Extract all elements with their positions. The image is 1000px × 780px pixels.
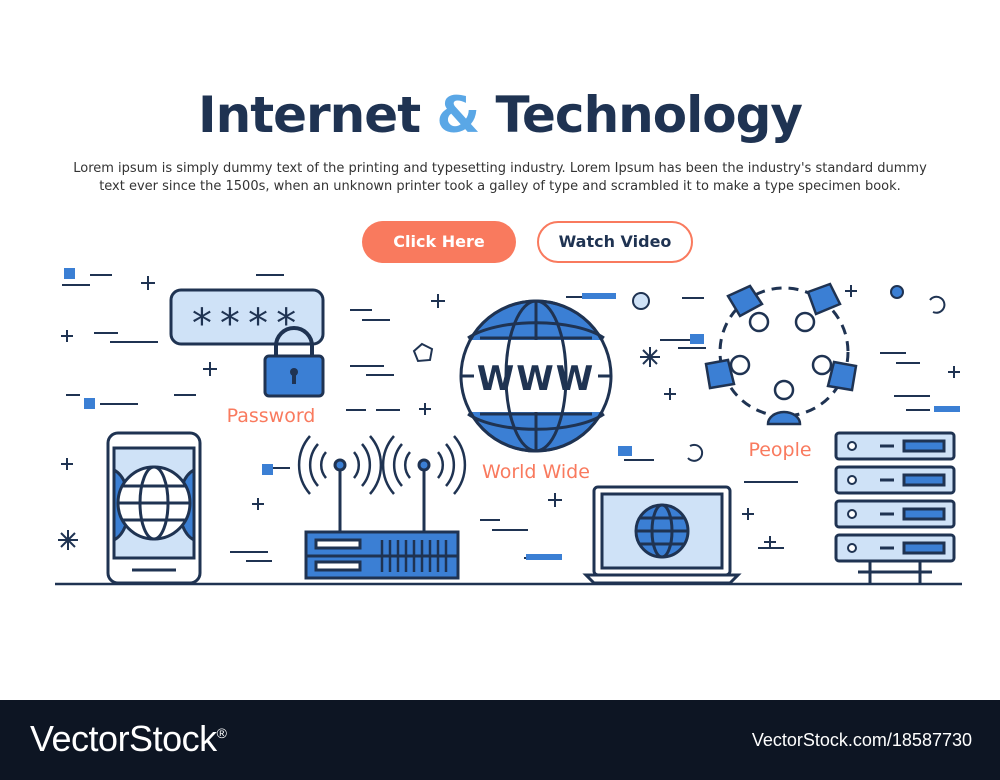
circle-sparkles [412,285,946,462]
wifi-router-icon [297,435,467,580]
footer-image-url: VectorStock.com/18587730 [751,730,972,750]
padlock-icon [263,326,325,398]
globe-www-text: WWW [477,359,596,399]
hero-description: Lorem ipsum is simply dummy text of the … [73,161,927,194]
decorative-marks [62,274,930,562]
brand-name: VectorStock [30,718,217,759]
title-ampersand: & [436,86,481,144]
password-label: Password [227,405,316,427]
laptop-icon [582,485,742,585]
vectorstock-logo: VectorStock® [30,718,227,760]
www-globe-icon [458,299,614,453]
title-part-technology: Technology [495,86,803,144]
password-mask: **** [190,301,302,347]
click-here-button[interactable]: Click Here [362,221,516,263]
people-network-graphic [704,282,858,426]
title-part-internet: Internet [198,86,421,144]
watch-video-button[interactable]: Watch Video [537,221,693,263]
people-label: People [748,439,811,461]
server-rack-icon [834,431,956,584]
page-title: Internet & Technology [0,86,1000,144]
smartphone-icon [106,431,202,585]
technology-illustration: **** Password WWW World Wide [55,268,962,586]
footer-bar: VectorStock® VectorStock.com/18587730 [0,700,1000,780]
blue-marks [64,268,960,560]
registered-mark: ® [216,725,227,741]
plus-sparkles [58,276,960,550]
password-field-graphic: **** [169,288,325,347]
hero-section: Internet & Technology Lorem ipsum is sim… [0,86,1000,586]
world-wide-label: World Wide [482,461,590,483]
